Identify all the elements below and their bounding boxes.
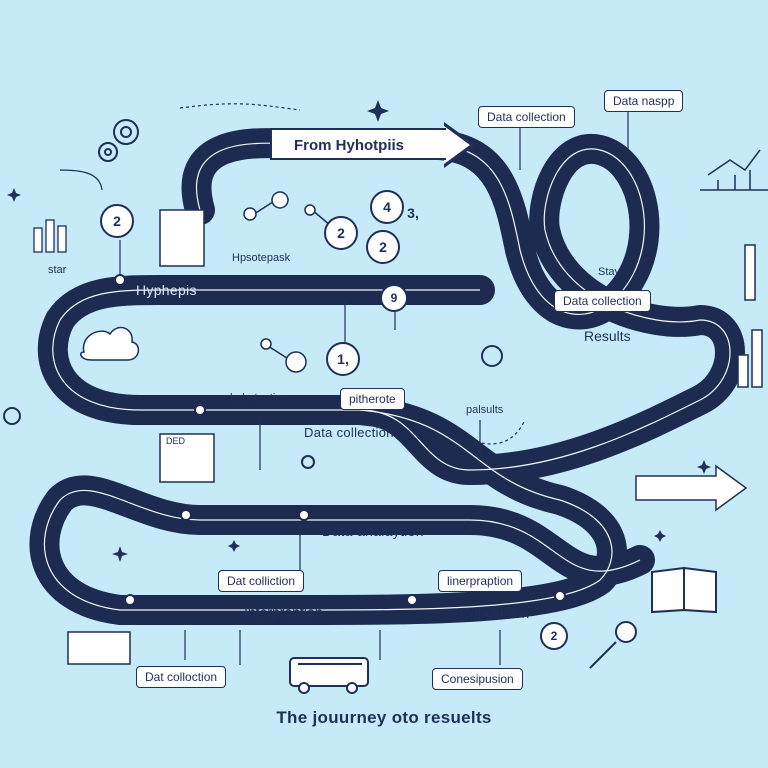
step-circle-9: 9 <box>380 284 408 312</box>
road-label-interpretation: Interpraption <box>244 604 323 620</box>
label-star: star <box>48 264 67 276</box>
box-data-collection-right: Data collection <box>554 290 651 312</box>
step-circle-2-mid: 2 <box>324 216 358 250</box>
step-circle-2-left: 2 <box>100 204 134 238</box>
box-dat-collocation: Dat colloction <box>136 666 227 688</box>
step-circle-2-bottom: 2 <box>540 622 568 650</box>
step-circle-1: 1, <box>326 342 360 376</box>
road-label-data-analaytion: Data analaytion <box>322 523 424 539</box>
road-label-results: Results <box>584 328 631 344</box>
label-ded: DED <box>166 436 186 446</box>
main-arrow-head-fill <box>444 126 470 164</box>
label-hpsotion: hpbateption <box>230 392 288 404</box>
step-circle-4: 4 <box>370 190 404 224</box>
box-linerpraption: linerpraption <box>438 570 523 592</box>
label-hpsotepask: Hpsotepask <box>232 252 291 264</box>
label-palsults: palsults <box>466 404 504 416</box>
label-stay: Stay <box>598 266 621 278</box>
box-data-collection-top: Data collection <box>478 106 575 128</box>
road-label-data-collection: Data collection <box>304 425 394 440</box>
box-data-naspp: Data naspp <box>604 90 684 112</box>
road-label-hypohepis: Hyphepis <box>136 282 197 298</box>
main-arrow-label: From Hyhotpiis <box>270 128 446 160</box>
box-pitherote: pitherote <box>340 388 405 410</box>
box-dat-colliction: Dat colliction <box>218 570 305 592</box>
step-circle-3: 3, <box>407 205 419 221</box>
step-circle-2-low: 2 <box>366 230 400 264</box>
box-conesipusion: Conesipusion <box>432 668 523 690</box>
diagram-caption: The jouurney oto resuelts <box>276 708 492 727</box>
road-label-conclusion: Conclusion <box>460 605 530 621</box>
